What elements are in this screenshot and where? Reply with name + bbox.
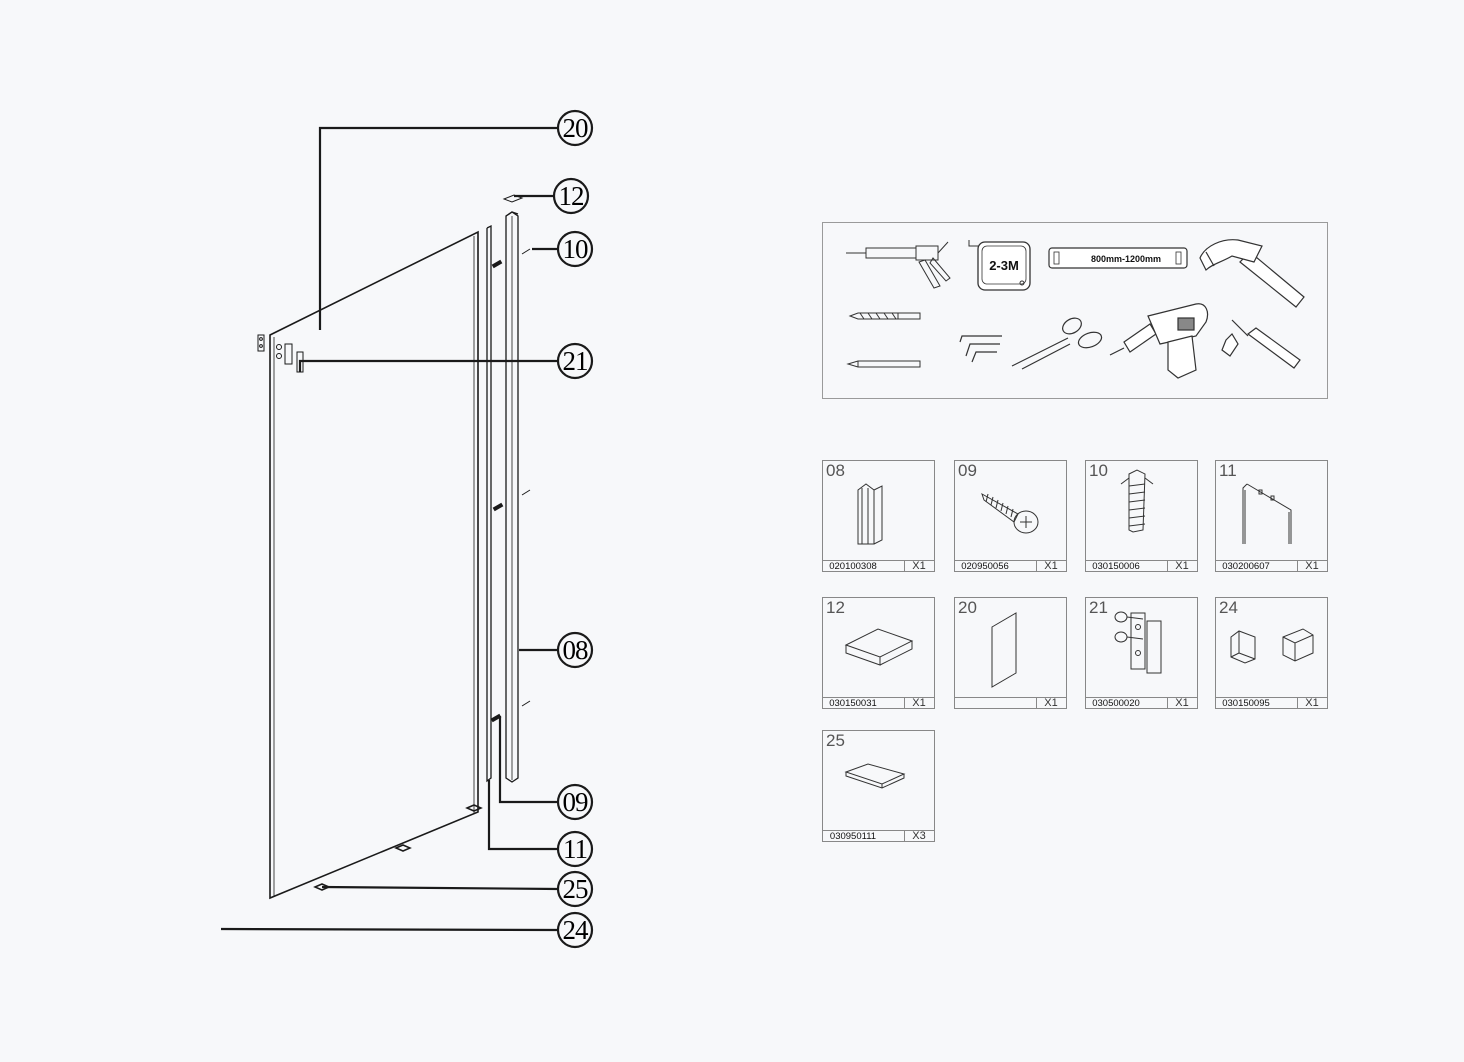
hammer-icon: [1199, 239, 1305, 308]
part-quantity: X1: [1175, 697, 1188, 709]
scissors-icon: [1011, 317, 1103, 370]
part-quantity: X1: [1044, 697, 1057, 709]
part-quantity: X1: [1305, 697, 1318, 709]
callout-21: 21: [556, 342, 594, 380]
wall-plug-icon: [1120, 469, 1154, 533]
part-quantity: X1: [912, 560, 925, 572]
callout-08: 08: [556, 631, 594, 669]
glass-clamp-icon: [1114, 611, 1162, 674]
corner-block-icon: [1230, 628, 1314, 664]
part-card-21: 21 030500020 X1: [1085, 597, 1198, 709]
part-number: 21: [1089, 598, 1108, 617]
part-card-11: 11 030200607 X1: [1215, 460, 1328, 572]
part-number: 20: [958, 598, 977, 617]
tape-measure-icon: 2-3M: [968, 240, 1031, 291]
glass-panel: [269, 230, 479, 900]
callout-label: 25: [563, 874, 589, 904]
callout-label: 08: [563, 635, 589, 665]
callout-label: 12: [559, 181, 585, 211]
part-code: 030200607: [1222, 561, 1270, 572]
part-code: 020100308: [829, 561, 877, 572]
part-number: 11: [1219, 461, 1237, 480]
tools-panel: 2-3M 800mm-1200mm: [822, 222, 1328, 399]
part-number: 25: [826, 731, 845, 750]
part-card-12: 12 030150031 X1: [822, 597, 935, 709]
power-drill-icon: [1109, 303, 1209, 379]
glass-pads: [313, 804, 483, 891]
callout-label: 10: [563, 234, 589, 264]
pencil-icon: [846, 360, 921, 368]
part-number: 08: [826, 461, 845, 480]
callout-10: 10: [556, 230, 594, 268]
part-code: 020950056: [961, 561, 1009, 572]
callout-24: 24: [556, 911, 594, 949]
part-quantity: X3: [912, 830, 925, 842]
part-code: 030150031: [829, 698, 877, 709]
spirit-level-icon: 800mm-1200mm: [1048, 247, 1188, 269]
callout-20: 20: [556, 109, 594, 147]
callout-09: 09: [556, 783, 594, 821]
part-card-10: 10 030150006 X1: [1085, 460, 1198, 572]
callout-label: 24: [563, 915, 590, 945]
callout-12: 12: [552, 177, 590, 215]
spirit-level-label: 800mm-1200mm: [1091, 254, 1161, 264]
clamp-hardware: [257, 334, 304, 373]
leader-lines: [220, 126, 559, 932]
callout-label: 20: [563, 113, 589, 143]
callout-25: 25: [556, 870, 594, 908]
part-card-25: 25 030950111 X3: [822, 730, 935, 842]
caulking-gun-icon: [846, 241, 951, 289]
part-quantity: X1: [912, 697, 925, 709]
callout-label: 09: [563, 787, 589, 817]
drill-bit-icon: [848, 312, 921, 320]
screw-icon: [981, 492, 1039, 534]
part-code: 030500020: [1092, 698, 1140, 709]
part-number: 12: [826, 598, 845, 617]
part-number: 10: [1089, 461, 1108, 480]
part-code: 030950111: [830, 831, 876, 842]
glass-panel-icon: [991, 612, 1017, 688]
end-cap-icon: [844, 628, 914, 666]
part-code: 030150095: [1222, 698, 1270, 709]
profile-channel-icon: [857, 483, 883, 545]
wall-profile: [486, 224, 492, 783]
part-number: 24: [1219, 598, 1238, 617]
part-card-09: 09 020950056 X1: [954, 460, 1067, 572]
end-cap: [502, 194, 524, 203]
callout-11: 11: [556, 830, 594, 868]
wall-profile-icon: [1242, 483, 1292, 544]
channel-profile: [505, 211, 519, 783]
glass-pad-icon: [844, 763, 906, 789]
callout-label: 21: [563, 346, 588, 376]
wall-plugs: [521, 248, 531, 707]
part-card-08: 08 020100308 X1: [822, 460, 935, 572]
part-quantity: X1: [1175, 560, 1188, 572]
screwdriver-icon: [1221, 319, 1301, 369]
part-quantity: X1: [1305, 560, 1318, 572]
part-quantity: X1: [1044, 560, 1057, 572]
part-card-24: 24 030150095 X1: [1215, 597, 1328, 709]
part-number: 09: [958, 461, 977, 480]
exploded-view: [220, 126, 559, 932]
tape-measure-label: 2-3M: [989, 258, 1019, 273]
callouts: 20 12 10 21 08 09 11 25 24: [552, 109, 594, 949]
hex-keys-icon: [959, 335, 1002, 363]
screws: [490, 259, 504, 723]
callout-label: 11: [563, 834, 587, 864]
part-code: 030150006: [1092, 561, 1140, 572]
